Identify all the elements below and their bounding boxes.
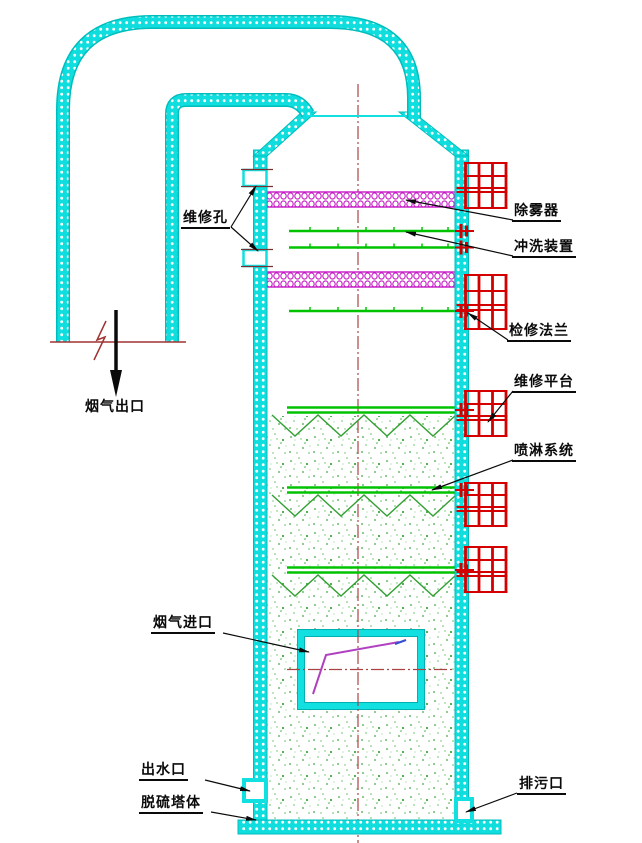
spray-mist-zone: [267, 416, 455, 820]
maintenance-hole-lower: [241, 248, 273, 268]
label-maintenance-platform: 维修平台: [512, 374, 576, 393]
leader-maintenance-hole-lower: [230, 226, 259, 252]
gas-outlet-arrow: [110, 310, 122, 397]
spray-zigzag: [271, 414, 457, 597]
label-tower-body: 脱硫塔体: [139, 795, 203, 814]
spray-headers: [271, 406, 459, 597]
label-flue-gas-outlet: 烟气出口: [85, 398, 145, 414]
platform-2: [456, 274, 508, 330]
flushing-headers: [289, 227, 462, 313]
label-flushing-device: 冲洗装置: [512, 239, 576, 258]
flue-duct: [56, 15, 421, 342]
leader-drain-outlet: [465, 792, 518, 813]
demister-band-lower: [266, 271, 456, 288]
label-demister: 除雾器: [512, 203, 561, 222]
leader-spray-system: [431, 459, 514, 491]
leader-water-outlet: [204, 779, 251, 792]
label-flue-gas-inlet: 烟气进口: [151, 615, 215, 634]
leader-lines: [204, 185, 518, 821]
leader-maintenance-platform: [487, 390, 514, 423]
leader-inspection-flange: [467, 312, 509, 341]
platform-1: [456, 162, 508, 209]
demister-band-upper: [266, 191, 456, 208]
label-spray-system: 喷淋系统: [512, 443, 576, 462]
break-symbol: [93, 320, 107, 361]
leader-flue-gas-inlet: [222, 632, 310, 653]
platform-4: [456, 482, 508, 527]
maintenance-platforms: [456, 162, 508, 593]
inlet-gas-line: [312, 639, 407, 695]
label-water-outlet: 出水口: [139, 762, 188, 781]
leader-demister: [405, 199, 514, 221]
platform-3: [456, 390, 508, 437]
leader-tower-body: [210, 811, 257, 821]
label-maintenance-hole: 维修孔: [181, 210, 230, 229]
leader-maintenance-hole-upper: [230, 185, 257, 228]
platform-5: [456, 546, 508, 593]
label-inspection-flange: 检修法兰: [507, 323, 571, 342]
leader-flushing-device: [405, 231, 514, 257]
label-drain-outlet: 排污口: [517, 776, 566, 795]
maintenance-hole-upper: [241, 168, 273, 188]
drain-nozzle: [454, 797, 474, 823]
